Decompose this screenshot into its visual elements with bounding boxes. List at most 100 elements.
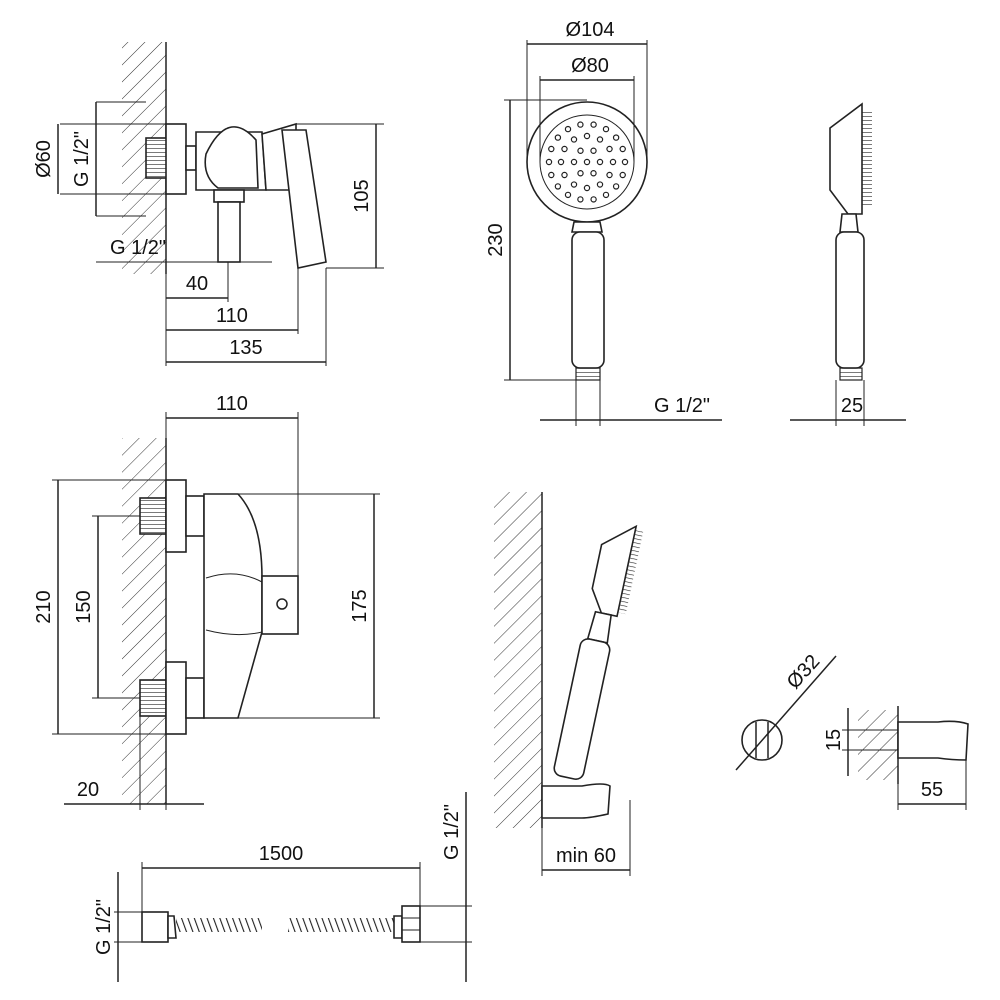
side-neck xyxy=(839,213,859,233)
mixer-front-view: 110 210 150 175 20 xyxy=(33,393,380,810)
dim-110: 110 xyxy=(216,305,248,327)
dim-hose-left-thread: G 1/2" xyxy=(93,899,115,955)
nozzle xyxy=(545,158,553,166)
nozzle xyxy=(602,191,610,199)
hose-view: 1500 G 1/2" G 1/2" xyxy=(93,792,472,982)
dim-20: 20 xyxy=(77,779,99,801)
nozzle xyxy=(548,171,555,179)
cartridge-front xyxy=(261,575,299,635)
nozzle xyxy=(577,196,584,203)
nozzle xyxy=(577,147,584,154)
nozzle xyxy=(554,183,562,190)
dim-230: 230 xyxy=(485,223,507,256)
lever xyxy=(281,129,327,269)
side-thread xyxy=(839,367,863,381)
dim-150: 150 xyxy=(73,590,95,623)
hand-shower-side-view: 25 xyxy=(790,102,906,426)
side-handle xyxy=(835,231,865,369)
mixer-top-view: Ø60 G 1/2" G 1/2" 105 40 110 135 xyxy=(33,42,384,366)
dim-175: 175 xyxy=(349,589,371,622)
holder-detail: Ø32 15 55 xyxy=(735,651,969,810)
handle xyxy=(571,231,605,369)
hose-left-fitting xyxy=(141,911,169,943)
nozzle xyxy=(577,121,584,128)
dim-thread-left: G 1/2" xyxy=(71,131,93,187)
hose-left-section xyxy=(176,918,262,932)
handle-thread xyxy=(575,367,601,381)
nozzle xyxy=(619,145,626,153)
top-nut xyxy=(165,479,187,553)
nozzle xyxy=(612,134,620,141)
outlet-nut xyxy=(213,189,245,203)
top-inlet-thread xyxy=(140,498,166,534)
dim-dia104: Ø104 xyxy=(566,19,615,41)
nozzle xyxy=(606,145,613,153)
dim-handle-thread: G 1/2" xyxy=(654,395,710,417)
dim-min60: min 60 xyxy=(556,845,616,867)
handle-neck xyxy=(571,221,603,233)
wall-holder-view: min 60 xyxy=(494,492,644,876)
nozzle xyxy=(583,132,591,140)
dim-thread-bottom: G 1/2" xyxy=(110,237,166,259)
holder-wall-hatch xyxy=(494,492,542,828)
nozzle xyxy=(554,134,562,141)
dim-15: 15 xyxy=(823,729,845,751)
nozzle xyxy=(596,158,604,166)
outlet-thread xyxy=(217,201,241,263)
hand-shower-front-view: Ø104 Ø80 230 G 1/2" xyxy=(485,19,722,426)
hose-right-nut xyxy=(401,905,421,943)
mixer-front-body xyxy=(203,493,263,719)
nozzle-pattern xyxy=(545,121,629,203)
nozzle xyxy=(557,158,565,166)
nozzle xyxy=(570,181,578,188)
dim-40: 40 xyxy=(186,273,208,295)
dim-front-110: 110 xyxy=(216,393,248,415)
dim-25: 25 xyxy=(841,395,863,417)
dim-line-dia32 xyxy=(735,655,837,771)
nozzle xyxy=(564,125,572,133)
hose-right-section xyxy=(288,918,394,932)
nozzle xyxy=(609,158,617,166)
nozzle xyxy=(570,136,578,143)
front-wall-hatch xyxy=(122,438,166,804)
detail-wall-hatch xyxy=(858,710,898,780)
dim-135: 135 xyxy=(229,337,262,359)
handle-screw xyxy=(276,598,288,610)
nozzle xyxy=(590,170,597,177)
dim-210: 210 xyxy=(33,590,55,623)
nozzle xyxy=(583,184,591,192)
wall-holder xyxy=(541,783,611,819)
nozzle xyxy=(596,136,604,143)
nozzle xyxy=(590,196,597,203)
nozzle xyxy=(561,145,568,153)
dim-hose-right-thread: G 1/2" xyxy=(441,804,463,860)
dim-dia60: Ø60 xyxy=(33,140,55,178)
nozzle xyxy=(564,191,572,199)
mounting-nut xyxy=(165,123,187,195)
nozzle xyxy=(577,170,584,177)
nozzle xyxy=(596,181,604,188)
shower-head-side xyxy=(829,102,863,215)
dim-dia32: Ø32 xyxy=(783,651,825,694)
nozzle xyxy=(570,158,578,166)
tilted-handle xyxy=(553,638,611,780)
nozzle xyxy=(621,158,629,166)
nozzle xyxy=(612,183,620,190)
nozzle xyxy=(602,125,610,133)
nozzle xyxy=(606,171,613,179)
dim-1500: 1500 xyxy=(259,843,304,865)
nozzle xyxy=(583,158,591,166)
nut-step xyxy=(185,145,197,171)
dim-105: 105 xyxy=(351,179,373,212)
holder-side xyxy=(897,720,969,761)
dim-dia80: Ø80 xyxy=(571,55,609,77)
nozzle xyxy=(590,147,597,154)
bottom-inlet-thread xyxy=(140,680,166,716)
nozzle xyxy=(590,121,597,128)
nozzle xyxy=(561,171,568,179)
body-recess xyxy=(204,126,259,189)
nozzle-tips xyxy=(862,110,872,208)
dim-55: 55 xyxy=(921,779,943,801)
nozzle xyxy=(619,171,626,179)
